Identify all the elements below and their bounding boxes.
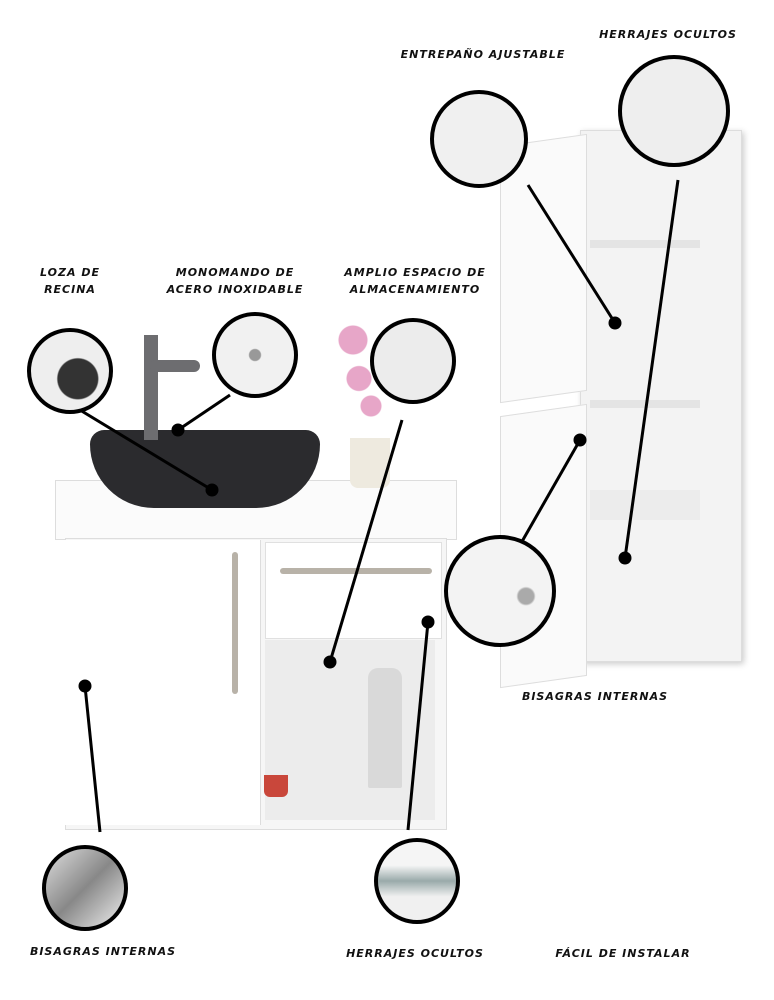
detail-circle-hinge-right	[444, 535, 556, 647]
vanity-drawer	[265, 542, 442, 639]
tall-cabinet-shelf	[590, 400, 700, 408]
label-herrajes-ocultos-top: HERRAJES OCULTOS	[599, 28, 737, 41]
open-shelf	[265, 640, 435, 820]
detail-circle-hinge-left	[42, 845, 128, 931]
label-herrajes-ocultos-bottom: HERRAJES OCULTOS	[346, 947, 484, 960]
sink-bowl	[90, 430, 320, 508]
tall-cabinet-shelf	[590, 240, 700, 248]
label-amplio-espacio: AMPLIO ESPACIO DE ALMACENAMIENTO	[344, 266, 486, 296]
tall-cabinet	[580, 130, 742, 662]
detail-circle-faucet	[212, 312, 298, 398]
label-monomando: MONOMANDO DE ACERO INOXIDABLE	[166, 266, 304, 296]
detail-circle-hardware-top	[618, 55, 730, 167]
small-plant	[264, 775, 288, 797]
door-handle	[232, 552, 238, 694]
faucet-spout	[150, 360, 200, 372]
vanity-door	[65, 540, 261, 825]
label-bisagras-internas-right: BISAGRAS INTERNAS	[521, 690, 669, 703]
tall-cabinet-shelf	[590, 490, 700, 520]
label-bisagras-internas-left: BISAGRAS INTERNAS	[29, 945, 177, 958]
label-loza-de-recina: LOZA DE RECINA	[40, 266, 100, 296]
detail-circle-shelf	[430, 90, 528, 188]
detail-circle-sink	[27, 328, 113, 414]
detail-circle-hardware-bottom	[374, 838, 460, 924]
label-entrepano-ajustable: ENTREPAÑO AJUSTABLE	[400, 48, 566, 61]
detail-circle-storage	[370, 318, 456, 404]
spray-can	[368, 668, 402, 788]
label-facil-de-instalar: FÁCIL DE INSTALAR	[555, 947, 691, 960]
